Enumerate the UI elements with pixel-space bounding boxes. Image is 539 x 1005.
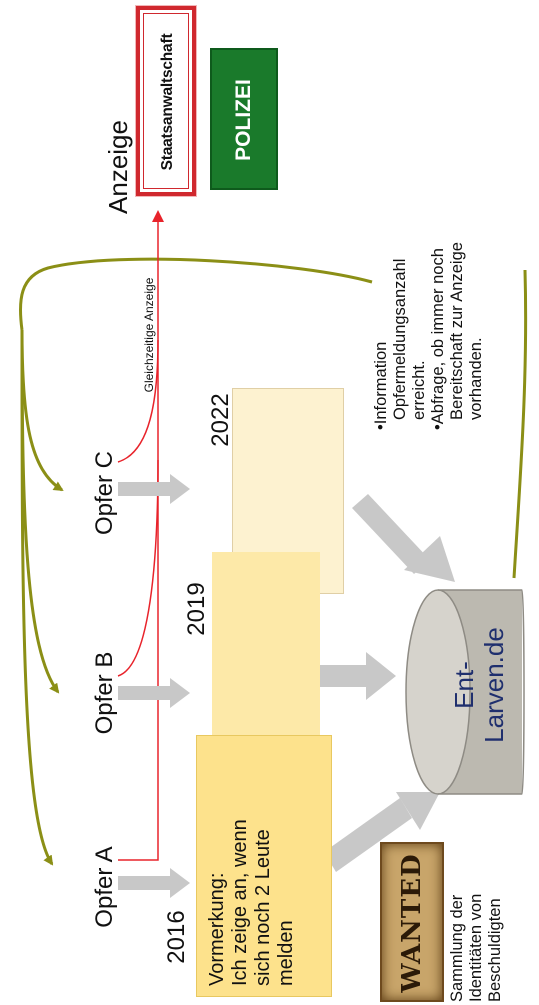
olive-curve-main	[18, 257, 373, 331]
opfer-b-label: Opfer B	[91, 651, 118, 735]
info-bullets: •Information Opfermeldungsanzahl erreich…	[372, 130, 486, 430]
polizei-text: POLIZEI	[232, 79, 255, 161]
olive-curve-to-opfer-a	[20, 329, 54, 866]
grey-arrow-opfer-b	[118, 678, 190, 708]
vormerkung-line-3: sich noch 2 Leute	[252, 829, 274, 986]
olive-curve-to-opfer-b	[20, 329, 60, 694]
bullet-dot: •	[372, 424, 390, 430]
wanted-poster-icon: WANTED	[380, 842, 444, 1002]
year-2016-label: 2016	[163, 910, 190, 964]
box-2016-vormerkung	[196, 735, 332, 997]
year-2019-label: 2019	[183, 582, 210, 636]
sammlung-text: Sammlung der Identitäten von Beschuldigt…	[448, 822, 505, 1002]
gleichzeitige-anzeige-label: Gleichzeitige Anzeige	[142, 277, 156, 393]
polizei-sign: POLIZEI	[210, 48, 278, 190]
database-label-line-2: Larven.de	[478, 627, 509, 743]
info-bullet-2-line-1: •Abfrage, ob immer noch	[428, 248, 447, 430]
vormerkung-line-4: melden	[275, 920, 297, 986]
staatsanwaltschaft-text: Staatsanwaltschaft	[159, 33, 176, 171]
sammlung-line-3: Beschuldigten	[485, 898, 504, 1002]
vormerkung-line-1: Vormerkung:	[206, 872, 228, 986]
box-2019	[212, 552, 320, 742]
info-bullet-1-line-1: •Information	[372, 341, 390, 430]
grey-arrow-opfer-a	[118, 868, 190, 898]
staatsanwaltschaft-sign: Staatsanwaltschaft	[136, 6, 196, 196]
info-bullet-2-line-3: vorhanden.	[466, 337, 485, 420]
olive-line-info-to-db	[512, 269, 528, 579]
grey-arrow-box-c-to-db	[352, 494, 455, 582]
info-bullet-2-line-2: Bereitschaft zur Anzeige	[447, 242, 466, 420]
database-label-line-1: Ent-	[449, 661, 479, 709]
grey-arrow-opfer-c	[118, 474, 190, 504]
red-line-opfer-a	[118, 210, 164, 861]
opfer-c-label: Opfer C	[91, 450, 118, 536]
vormerkung-text: Vormerkung: Ich zeige an, wenn sich noch…	[206, 746, 298, 986]
olive-curve-to-opfer-c	[20, 329, 64, 492]
wanted-text: WANTED	[397, 853, 427, 993]
sammlung-line-1: Sammlung der	[448, 894, 466, 1002]
database-cylinder-icon	[405, 589, 525, 795]
opfer-a-label: Opfer A	[91, 846, 118, 928]
vormerkung-line-2: Ich zeige an, wenn	[229, 819, 251, 986]
bullet-dot: •	[428, 424, 447, 430]
info-bullet-1-line-2: Opfermeldungsanzahl	[390, 258, 409, 420]
database-label: Ent- Larven.de	[449, 610, 510, 760]
grey-arrow-box-a-to-db	[324, 792, 440, 872]
info-bullet-1-line-3: erreicht.	[409, 360, 428, 420]
anzeige-label: Anzeige	[103, 120, 133, 214]
sammlung-line-2: Identitäten von	[466, 893, 485, 1002]
